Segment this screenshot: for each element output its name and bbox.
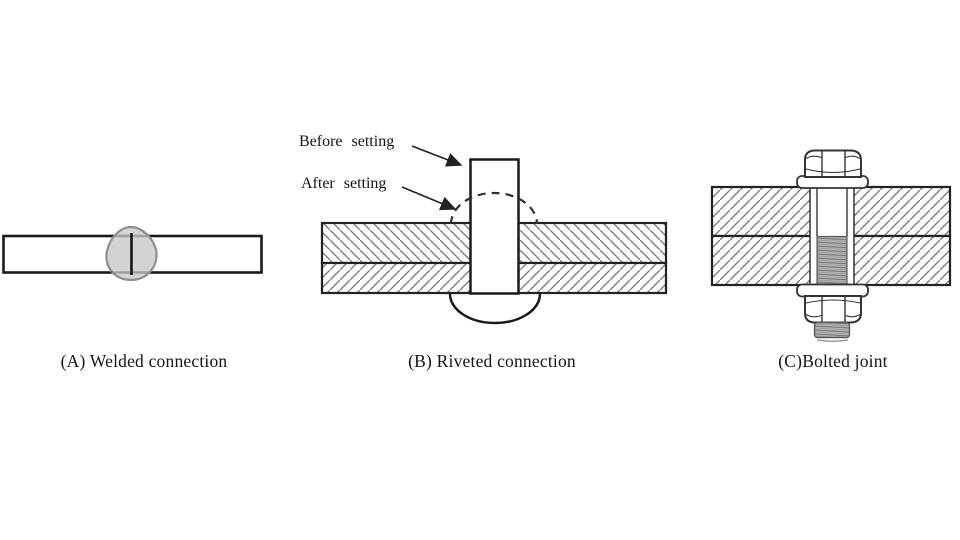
before-setting-label: Before setting [299, 133, 395, 150]
after-setting-arrow [401, 186, 457, 211]
bolt-threaded-section [816, 235, 848, 286]
bolt-shank-edges [816, 188, 848, 236]
welded-connection-figure [2, 225, 263, 282]
bolt-hole-edges [809, 187, 855, 285]
bolt-head-chamfer-arcs [805, 155, 861, 159]
bolted-joint-figure [710, 149, 952, 342]
bolt-thread-end [813, 321, 851, 339]
rivet-shank [469, 158, 520, 295]
hex-nut-chamfer-arcs [805, 314, 861, 318]
nut-washer [796, 283, 869, 298]
bolt-thread-end-shadow [816, 339, 849, 342]
hex-nut-upper-arc [805, 299, 861, 304]
bolted-joint-caption: (C)Bolted joint [778, 351, 888, 371]
before-setting-arrow [411, 145, 463, 167]
riveted-connection-figure [320, 145, 668, 325]
bolt-head-lower-arc [805, 168, 861, 174]
welded-connection-caption: (A) Welded connection [60, 351, 228, 371]
riveted-connection-caption: (B) Riveted connection [408, 351, 576, 371]
rivet-bottom-head [448, 293, 542, 325]
rivet-head-after-setting-dashed [449, 191, 539, 225]
after-setting-label: After setting [301, 175, 387, 192]
